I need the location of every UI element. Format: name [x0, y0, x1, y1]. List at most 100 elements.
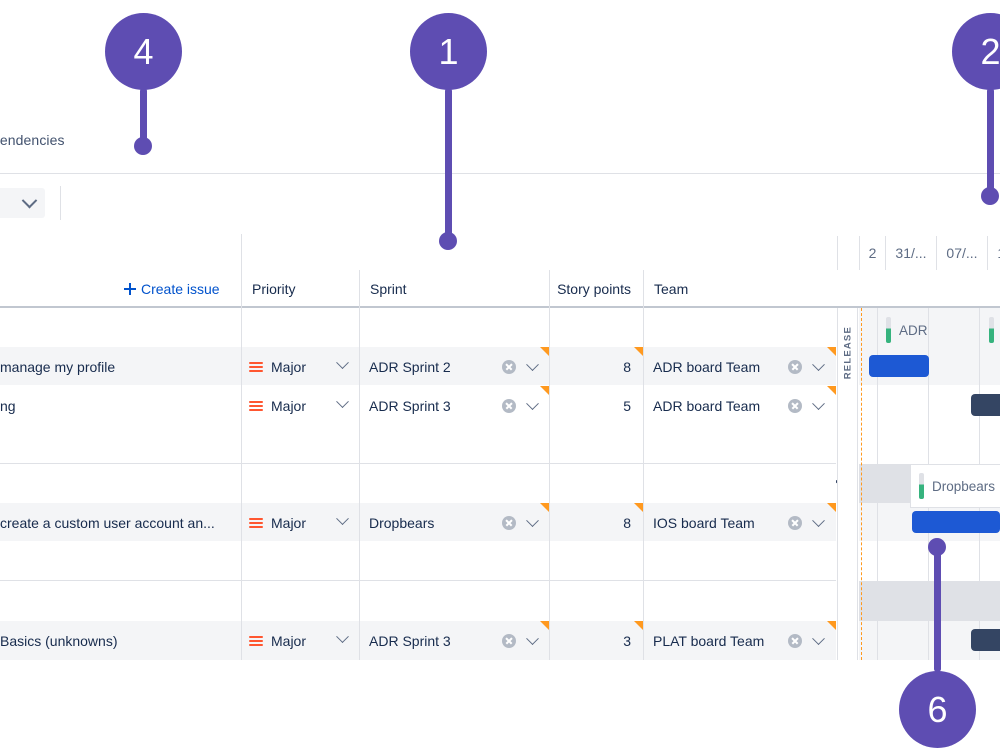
col-header-sprint[interactable]: Sprint [359, 270, 549, 308]
timeline-bar[interactable] [912, 511, 1000, 533]
cell-summary[interactable]: ng [0, 398, 16, 414]
chevron-down-icon[interactable] [526, 513, 539, 527]
cell-sprint[interactable]: Dropbears [369, 515, 435, 531]
col-header-team[interactable]: Team [643, 270, 837, 308]
callout-stem [987, 88, 994, 198]
cell-sprint[interactable]: ADR Sprint 3 [369, 398, 451, 414]
clear-sprint-icon[interactable] [502, 634, 516, 648]
sprint-chip-label: ADR Spri... [899, 322, 928, 338]
cell-corner-marker [827, 347, 836, 356]
cell-corner-marker [634, 621, 643, 630]
timeline-bar[interactable] [971, 629, 1000, 651]
clear-sprint-icon[interactable] [502, 399, 516, 413]
clear-team-icon[interactable] [788, 634, 802, 648]
chevron-down-icon[interactable] [812, 396, 825, 410]
chevron-down-icon [21, 192, 38, 208]
priority-major-icon [249, 634, 263, 648]
callout-anchor-dot [134, 137, 152, 155]
timeline-date-header: 2 31/... 07/... 14/... [859, 236, 1000, 270]
callout-badge[interactable]: 1 [410, 13, 487, 90]
create-issue-button[interactable]: Create issue [124, 270, 220, 308]
table-row[interactable]: Basics (unknowns) Major ADR Sprint 3 3 P… [0, 621, 836, 660]
col-header-story-points[interactable]: Story points [549, 270, 643, 308]
grid-utility-row: Fields ➚➘ [0, 232, 1000, 492]
cell-team[interactable]: IOS board Team [653, 515, 755, 531]
col-header-summary: Create issue [0, 270, 241, 308]
clear-team-icon[interactable] [788, 516, 802, 530]
cell-summary[interactable]: create a custom user account an... [0, 515, 215, 531]
cell-team[interactable]: PLAT board Team [653, 633, 765, 649]
cell-corner-marker [540, 347, 549, 356]
cell-corner-marker [827, 386, 836, 395]
priority-label: Major [271, 359, 307, 375]
table-row[interactable]: create a custom user account an... Major… [0, 503, 836, 543]
clear-sprint-icon[interactable] [502, 360, 516, 374]
col-header-priority[interactable]: Priority [241, 270, 359, 308]
cell-team[interactable]: ADR board Team [653, 359, 761, 375]
view-select[interactable] [0, 188, 45, 218]
cell-summary[interactable]: Basics (unknowns) [0, 633, 118, 649]
chevron-down-icon[interactable] [526, 396, 539, 410]
callout-anchor-dot [439, 232, 457, 250]
cell-corner-marker [540, 621, 549, 630]
toolbar: 1 filter applied [0, 174, 1000, 384]
sprint-status-tick [919, 473, 924, 499]
timeline-date-cell[interactable]: 07/... [936, 236, 987, 270]
nav-tab-strip: pendencies [0, 118, 1000, 174]
priority-major-icon [249, 516, 263, 530]
toolbar-divider [60, 186, 61, 220]
timeline-panel[interactable]: ADR Spri... ADR Dropbears [859, 308, 1000, 660]
grid-column-headers: Create issue Priority Sprint Story point… [0, 270, 1000, 308]
release-rail-label: RELEASE [842, 326, 853, 380]
chevron-down-icon[interactable] [812, 357, 825, 371]
cell-priority[interactable]: Major [249, 386, 359, 426]
table-row[interactable]: manage my profile Major ADR Sprint 2 8 A… [0, 347, 836, 387]
timeline-bar[interactable] [869, 355, 929, 377]
timeline-date-cell[interactable]: 31/... [885, 236, 936, 270]
timeline-sprint-chip[interactable]: ADR Spri... [878, 308, 928, 352]
grid-body: manage my profile Major ADR Sprint 2 8 A… [0, 308, 1000, 660]
chevron-down-icon[interactable] [812, 513, 825, 527]
priority-label: Major [271, 633, 307, 649]
release-rail: RELEASE [837, 308, 858, 660]
priority-label: Major [271, 398, 307, 414]
callout-stem [445, 88, 452, 248]
callout-anchor-dot [981, 187, 999, 205]
chevron-down-icon[interactable] [526, 631, 539, 645]
cell-summary[interactable]: manage my profile [0, 359, 116, 375]
cell-story-points[interactable]: 5 [623, 398, 631, 414]
cell-sprint[interactable]: ADR Sprint 2 [369, 359, 451, 375]
cell-story-points[interactable]: 8 [623, 359, 631, 375]
timeline-sprint-chip[interactable]: ADR [981, 308, 1000, 352]
timeline-sprint-chip[interactable]: Dropbears [910, 464, 1000, 508]
plus-icon [124, 283, 136, 295]
cell-priority[interactable]: Major [249, 347, 359, 387]
clear-team-icon[interactable] [788, 360, 802, 374]
today-marker-line [861, 308, 862, 660]
cell-priority[interactable]: Major [249, 503, 359, 543]
priority-major-icon [249, 360, 263, 374]
timeline-bar[interactable] [971, 394, 1000, 416]
table-row[interactable]: ng Major ADR Sprint 3 5 ADR board Team [0, 386, 836, 426]
cell-story-points[interactable]: 8 [623, 515, 631, 531]
cell-priority[interactable]: Major [249, 621, 359, 660]
callout-badge[interactable]: 6 [899, 671, 976, 748]
callout-stem [934, 546, 941, 672]
cell-sprint[interactable]: ADR Sprint 3 [369, 633, 451, 649]
timeline-date-cell[interactable]: 14/... [987, 236, 1000, 270]
clear-team-icon[interactable] [788, 399, 802, 413]
utility-divider [241, 234, 242, 270]
cell-story-points[interactable]: 3 [623, 633, 631, 649]
sprint-status-tick [886, 317, 891, 343]
cell-corner-marker [634, 347, 643, 356]
chevron-down-icon[interactable] [812, 631, 825, 645]
row-highlight [0, 621, 836, 660]
nav-tab-dependencies[interactable]: pendencies [0, 132, 65, 148]
cell-corner-marker [827, 503, 836, 512]
timeline-date-cell[interactable]: 2 [859, 236, 885, 270]
callout-badge[interactable]: 2 [952, 13, 1000, 90]
chevron-down-icon[interactable] [526, 357, 539, 371]
cell-team[interactable]: ADR board Team [653, 398, 761, 414]
clear-sprint-icon[interactable] [502, 516, 516, 530]
callout-badge[interactable]: 4 [105, 13, 182, 90]
